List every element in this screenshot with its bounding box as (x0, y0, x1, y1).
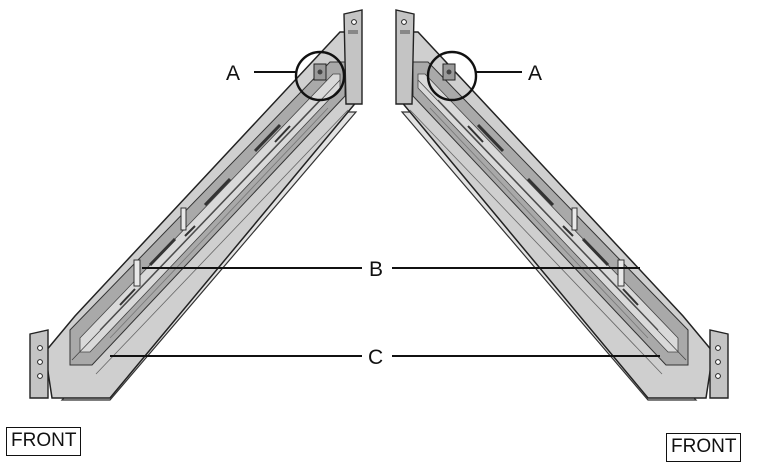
callout-label-c: C (368, 346, 383, 369)
front-label-left: FRONT (6, 427, 82, 456)
front-label-right: FRONT (666, 433, 742, 462)
callout-circle-a-left (294, 50, 346, 102)
callout-label-a-left: A (226, 62, 240, 85)
callout-label-a-right: A (528, 62, 542, 85)
left-rail (29, 9, 363, 401)
callout-circle-a-right (426, 50, 478, 102)
right-rail (395, 9, 729, 401)
callout-label-b: B (369, 258, 383, 281)
